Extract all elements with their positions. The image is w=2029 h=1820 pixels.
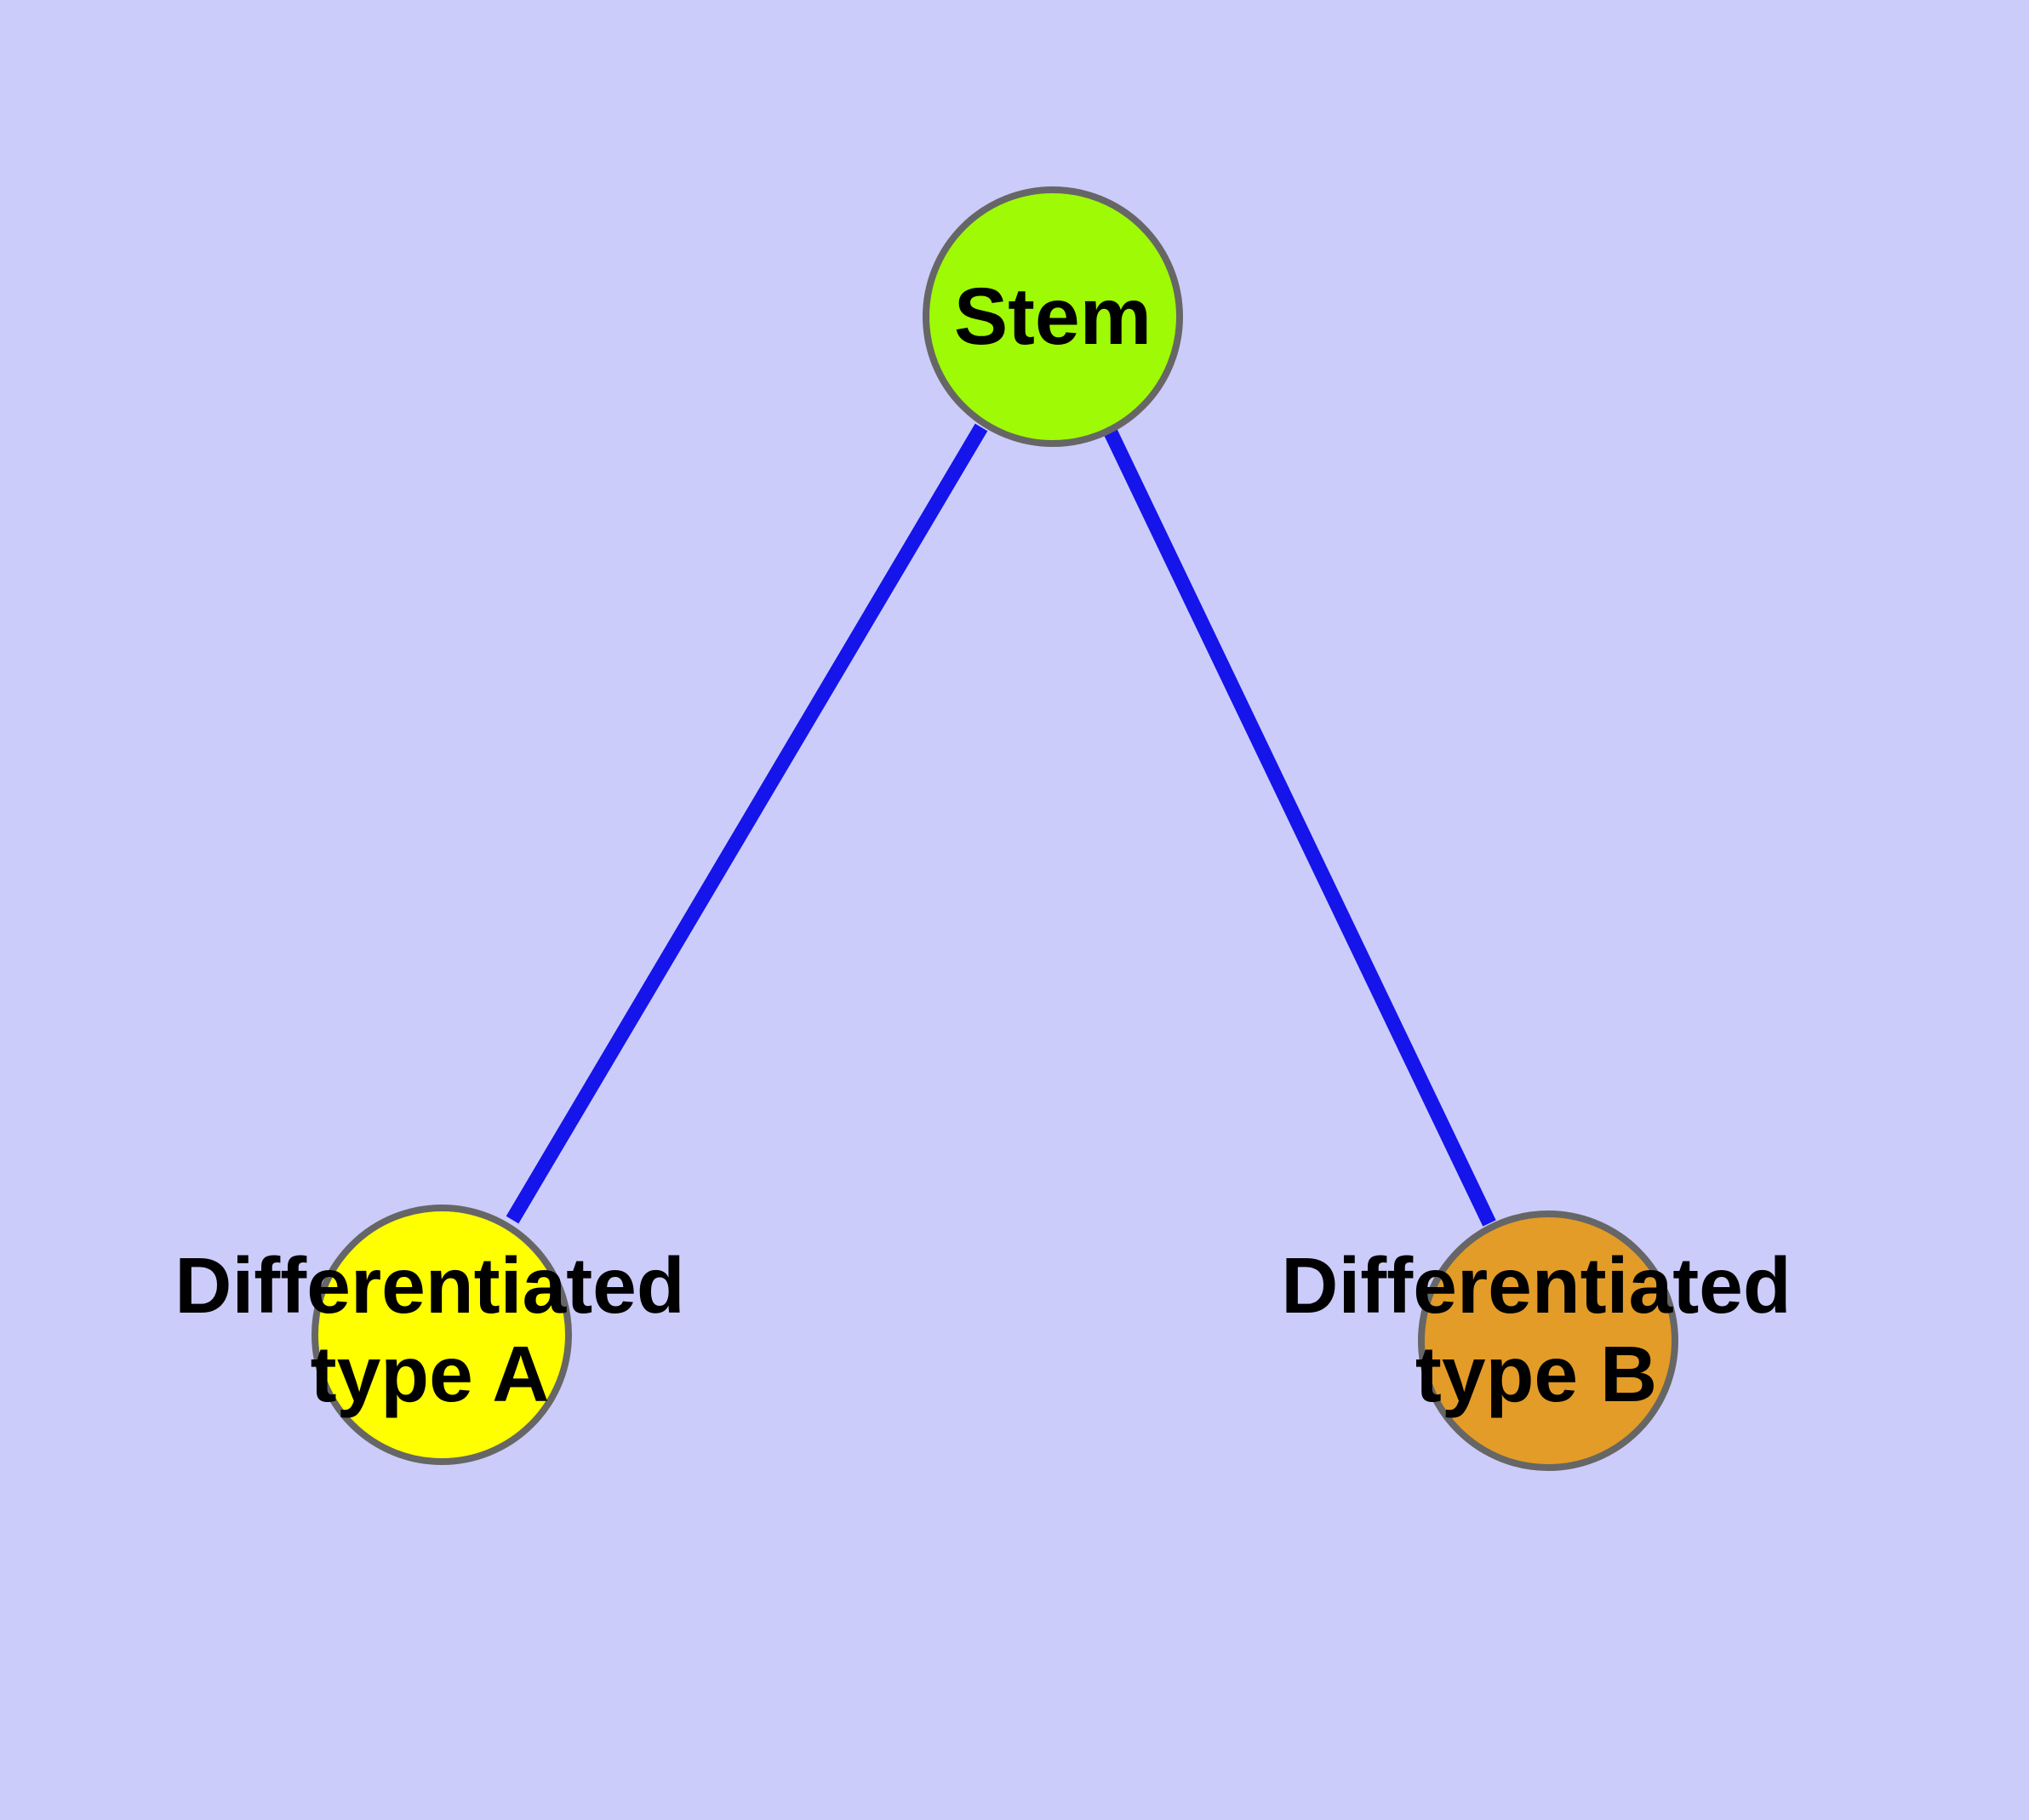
edge-stem-to-differentiated-type-b[interactable] <box>1104 429 1496 1227</box>
node-circle-stem[interactable] <box>923 186 1183 447</box>
edge-stem-to-differentiated-type-a[interactable] <box>506 423 988 1224</box>
node-layer <box>311 186 1678 1471</box>
node-circle-differentiated-type-b[interactable] <box>1418 1210 1678 1471</box>
edge-layer <box>506 423 1496 1227</box>
node-circle-differentiated-type-a[interactable] <box>311 1205 572 1465</box>
